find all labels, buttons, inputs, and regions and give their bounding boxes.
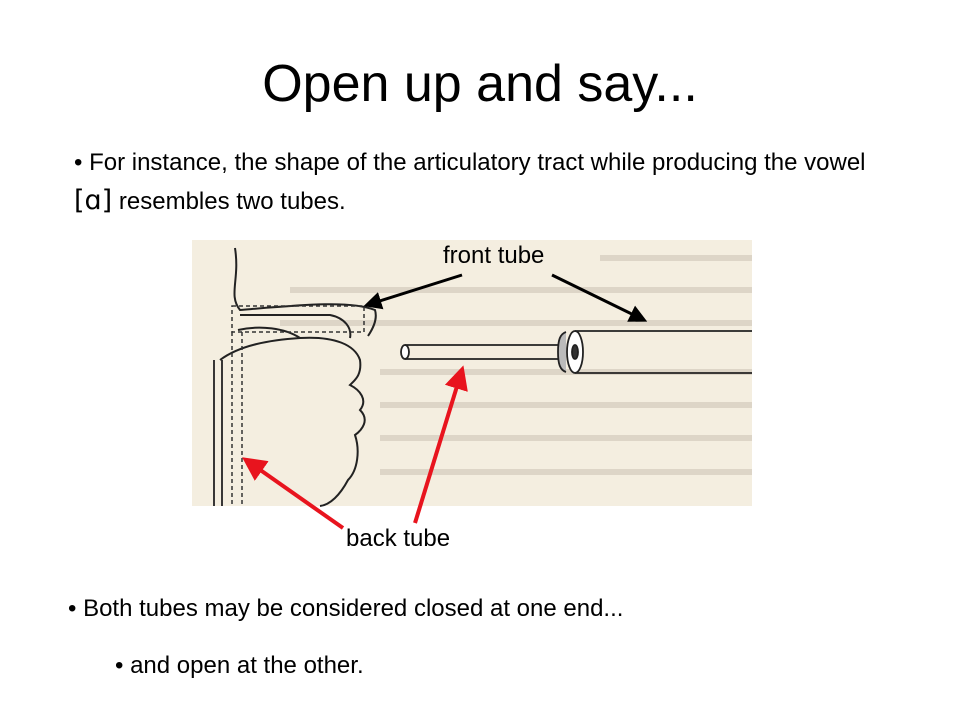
vocal-tract-outline xyxy=(219,247,377,507)
wide-tube xyxy=(557,330,752,374)
open-end-text: and open at the other. xyxy=(130,652,364,679)
open-end-bullet: • and open at the other. xyxy=(115,650,364,682)
back-tube-arrow-left xyxy=(242,457,345,530)
closed-end-text: Both tubes may be considered closed at o… xyxy=(83,595,624,622)
back-tube-arrow-right xyxy=(413,365,468,524)
intro-text-prefix: For instance, the shape of the articulat… xyxy=(89,149,866,176)
bullet-marker: • xyxy=(74,149,83,176)
bullet-marker: • xyxy=(115,652,124,679)
front-tube-label: front tube xyxy=(443,242,545,269)
front-tube-arrow-left xyxy=(363,273,463,310)
back-tube-shape xyxy=(213,360,223,506)
back-tube-label: back tube xyxy=(346,525,451,552)
closed-end-bullet: • Both tubes may be considered closed at… xyxy=(68,593,623,625)
front-tube-arrow-right xyxy=(551,273,648,322)
intro-bullet: • For instance, the shape of the articul… xyxy=(74,144,874,221)
bullet-marker: • xyxy=(68,595,77,622)
slide-title: Open up and say... xyxy=(262,55,698,113)
vowel-symbol: [ɑ] xyxy=(74,185,113,216)
back-tube-dashed xyxy=(231,305,365,506)
intro-text-suffix: resembles two tubes. xyxy=(118,188,346,215)
narrow-tube xyxy=(400,344,566,360)
